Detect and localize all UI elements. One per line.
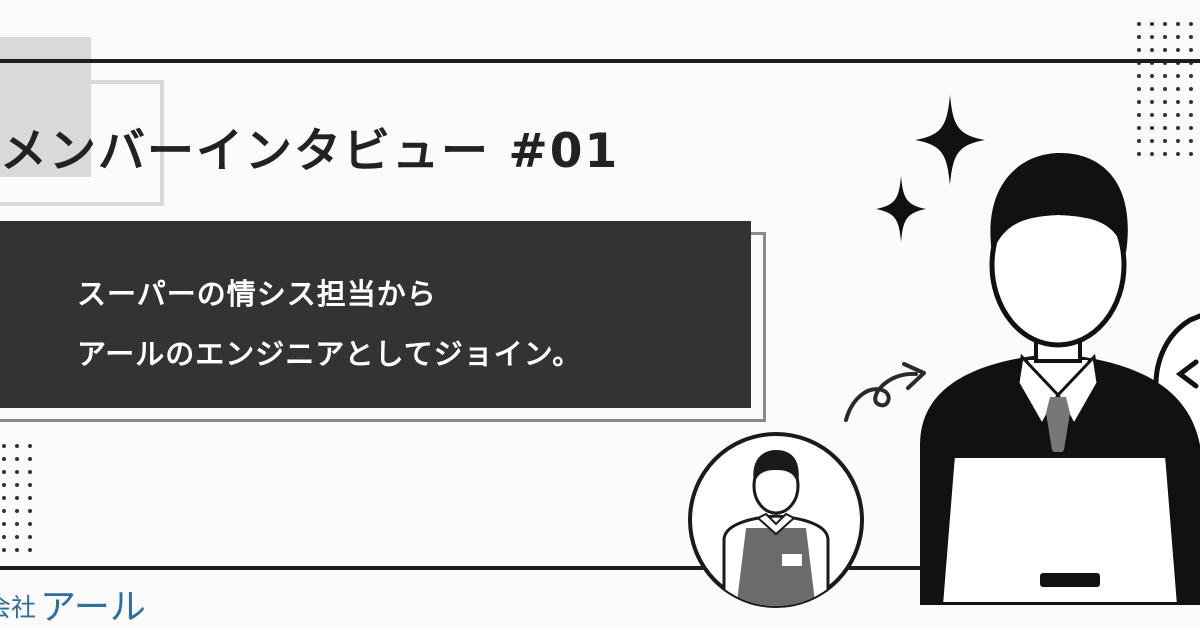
curved-arrow-icon bbox=[844, 362, 926, 422]
top-rule bbox=[0, 59, 1200, 63]
dot-grid-left bbox=[0, 442, 40, 552]
subtitle-panel: スーパーの情シス担当から アールのエンジニアとしてジョイン。 bbox=[0, 221, 751, 408]
sparkle-icon-small bbox=[876, 176, 926, 242]
sparkle-icon bbox=[915, 95, 985, 185]
bottom-rule bbox=[0, 566, 1200, 570]
shop-clerk-avatar bbox=[688, 432, 864, 608]
subtitle-line-2: アールのエンジニアとしてジョイン。 bbox=[77, 337, 583, 371]
company-name-text: アール bbox=[40, 587, 146, 628]
page-title: メンバーインタビュー #01 bbox=[0, 124, 620, 179]
dot-grid-top-right bbox=[1135, 20, 1200, 165]
company-prefix: 会社 bbox=[0, 593, 37, 622]
business-person-illustration bbox=[920, 153, 1200, 605]
company-logo: 会社アール bbox=[0, 578, 146, 630]
title-accent-outline bbox=[0, 80, 164, 206]
subtitle-line-1: スーパーの情シス担当から bbox=[77, 277, 437, 311]
